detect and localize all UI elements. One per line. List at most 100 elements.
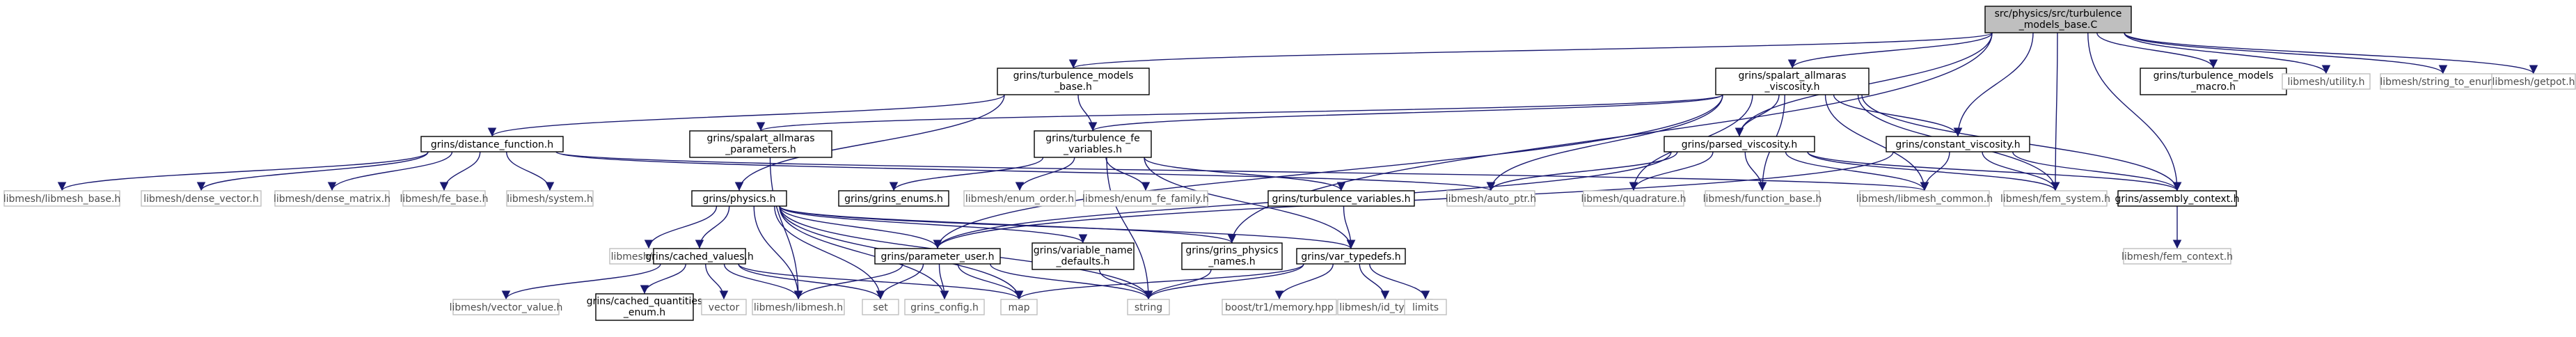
node-box <box>963 190 1076 207</box>
node-sys[interactable]: libmesh/system.h <box>506 190 594 207</box>
node-pv[interactable]: grins/parsed_viscosity.h <box>1664 136 1815 152</box>
node-label: libmesh/getpot.h <box>2492 77 2575 88</box>
node-eff[interactable]: libmesh/enum_fe_family.h <box>1082 190 1209 207</box>
node-fes[interactable]: libmesh/fem_system.h <box>2000 190 2110 207</box>
edge <box>695 205 730 249</box>
node-label: libmesh/dense_vector.h <box>143 194 259 205</box>
node-label: grins/turbulence_variables.h <box>1272 194 1410 205</box>
edge-tmb-to-phys <box>734 94 1005 191</box>
edge <box>1486 151 1678 191</box>
node-map[interactable]: map <box>1000 299 1038 315</box>
node-lmb[interactable]: libmesh/libmesh_base.h <box>3 190 121 207</box>
node-fec[interactable]: libmesh/fem_context.h <box>2121 248 2233 265</box>
edge <box>1824 94 1929 191</box>
node-vt[interactable]: grins/var_typedefs.h <box>1296 248 1406 265</box>
node-label: vector <box>709 302 740 313</box>
node-box <box>838 190 949 207</box>
node-eo[interactable]: libmesh/enum_order.h <box>963 190 1076 207</box>
node-label: libmesh/string_to_enum.h <box>2380 77 2506 88</box>
node-btm[interactable]: boost/tr1/memory.hpp <box>1222 299 1337 315</box>
edge <box>723 263 803 300</box>
edge-pu-to-set <box>876 263 924 300</box>
edge <box>2124 32 2538 75</box>
edge-phys-to-cval <box>695 205 730 249</box>
node-df[interactable]: grins/distance_function.h <box>420 136 564 152</box>
edge <box>1982 151 2060 191</box>
node-vv[interactable]: libmesh/vector_value.h <box>450 299 563 315</box>
node-label: grins/parameter_user.h <box>881 251 995 262</box>
edge <box>1343 205 1356 249</box>
node-label: libmesh/libmesh_base.h <box>3 194 121 205</box>
edge <box>757 94 1723 132</box>
edge <box>1629 151 1714 191</box>
node-set[interactable]: set <box>862 299 899 315</box>
edge <box>1785 151 1929 191</box>
node-label: _base.h <box>1054 81 1092 93</box>
node-ap[interactable]: libmesh/auto_ptr.h <box>1446 190 1536 207</box>
node-sav[interactable]: grins/spalart_allmaras_viscosity.h <box>1715 68 1870 95</box>
edge-df-to-ap <box>555 151 1495 191</box>
node-dv[interactable]: libmesh/dense_vector.h <box>141 190 262 207</box>
node-label: grins_config.h <box>910 302 979 313</box>
node-fb[interactable]: libmesh/function_base.h <box>1703 190 1822 207</box>
edge <box>1369 263 1430 300</box>
node-lim[interactable]: limits <box>1404 299 1447 315</box>
node-box <box>1705 190 1820 207</box>
node-lm[interactable]: libmesh/libmesh.h <box>752 299 845 315</box>
edge <box>506 151 555 191</box>
node-label: _defaults.h <box>1056 256 1110 267</box>
node-box <box>1984 6 2132 33</box>
node-box <box>904 299 985 315</box>
node-getpot[interactable]: libmesh/getpot.h <box>2491 73 2576 90</box>
edge <box>938 263 949 300</box>
edge <box>1106 157 1153 300</box>
node-lmc[interactable]: libmesh/libmesh_common.h <box>1856 190 1993 207</box>
node-ge[interactable]: grins/grins_enums.h <box>838 190 949 207</box>
node-ac[interactable]: grins/assembly_context.h <box>2115 190 2240 207</box>
edge <box>555 151 1495 191</box>
node-tfv[interactable]: grins/turbulence_fe_variables.h <box>1034 130 1152 158</box>
node-label: grins/turbulence_models <box>1013 70 1134 81</box>
node-str[interactable]: string <box>1127 299 1170 315</box>
node-tmb[interactable]: grins/turbulence_models_base.h <box>997 68 1150 95</box>
node-cv[interactable]: grins/constant_viscosity.h <box>1886 136 2030 152</box>
node-root[interactable]: src/physics/src/turbulence_models_base.C <box>1984 6 2132 33</box>
node-box <box>506 190 594 207</box>
node-pu[interactable]: grins/parameter_user.h <box>874 248 1001 265</box>
edge <box>734 94 1005 191</box>
node-cval[interactable]: grins/cached_values.h <box>645 248 754 265</box>
edge <box>1089 94 1723 132</box>
node-box <box>1083 190 1208 207</box>
edge-vt-to-str <box>1144 263 1304 300</box>
node-quad[interactable]: libmesh/quadrature.h <box>1581 190 1686 207</box>
node-tmm[interactable]: grins/turbulence_models_macro.h <box>2140 68 2287 95</box>
node-cqe[interactable]: grins/cached_quantities_enum.h <box>587 293 703 321</box>
node-gpn[interactable]: grins/grins_physics_names.h <box>1181 242 1283 270</box>
node-box <box>2117 190 2237 207</box>
node-box <box>862 299 899 315</box>
edge-vt-to-btm <box>1274 263 1334 300</box>
node-label: grins/spalart_allmaras <box>1738 70 1846 81</box>
node-gc[interactable]: grins_config.h <box>904 299 985 315</box>
edge <box>1144 157 1356 249</box>
node-tv[interactable]: grins/turbulence_variables.h <box>1267 190 1415 207</box>
node-s2e[interactable]: libmesh/string_to_enum.h <box>2380 73 2506 90</box>
node-box <box>1032 242 1135 270</box>
node-vec[interactable]: vector <box>701 299 747 315</box>
edge-sav-to-tfv <box>1089 94 1723 132</box>
node-label: grins/var_typedefs.h <box>1301 251 1400 262</box>
edge-sav-to-ap <box>1486 94 1723 191</box>
node-feb[interactable]: libmesh/fe_base.h <box>400 190 489 207</box>
edge-cval-to-vv <box>501 263 661 300</box>
edge-vt-to-idt <box>1359 263 1390 300</box>
edge-df-to-feb <box>439 151 481 191</box>
node-sap[interactable]: grins/spalart_allmaras_parameters.h <box>689 130 832 158</box>
edge-vt-to-lim <box>1369 263 1430 300</box>
node-vnd[interactable]: grins/variable_name_defaults.h <box>1032 242 1135 270</box>
edge-cval-to-lm <box>723 263 803 300</box>
node-dm[interactable]: libmesh/dense_matrix.h <box>274 190 390 207</box>
node-util[interactable]: libmesh/utility.h <box>2282 73 2371 90</box>
edge <box>933 94 1723 249</box>
edge <box>738 263 1024 300</box>
node-phys[interactable]: grins/physics.h <box>691 190 787 207</box>
